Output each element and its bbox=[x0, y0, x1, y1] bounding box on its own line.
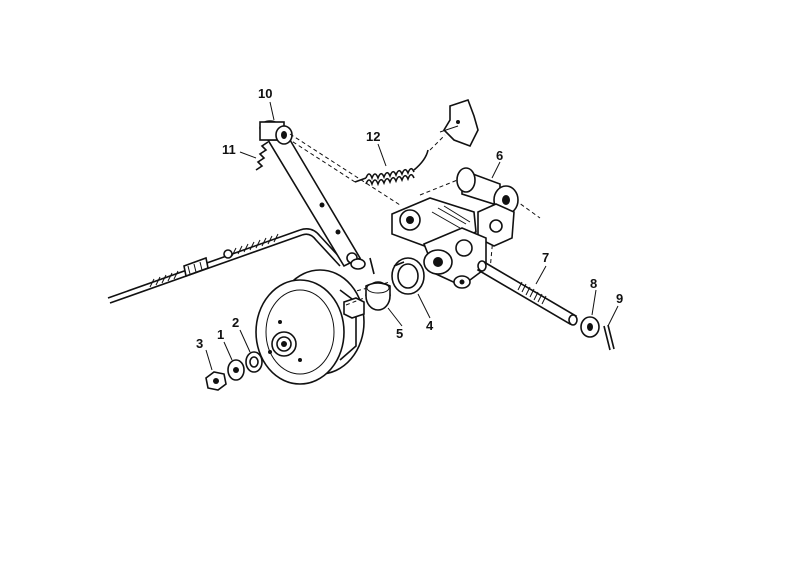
callout-12: 12 bbox=[366, 129, 380, 144]
nut-3 bbox=[205, 371, 227, 391]
callout-2: 2 bbox=[232, 315, 239, 330]
callout-labels: 10 11 12 6 7 8 9 4 5 3 1 2 bbox=[196, 86, 623, 351]
pin-9 bbox=[603, 324, 615, 351]
bushing-10 bbox=[259, 120, 293, 145]
pulley-drum bbox=[255, 269, 365, 385]
callout-6: 6 bbox=[496, 148, 503, 163]
washer-1 bbox=[227, 359, 245, 381]
mounting-bracket bbox=[439, 98, 479, 148]
callout-10: 10 bbox=[258, 86, 272, 101]
lever-nut bbox=[350, 257, 375, 275]
rod-sleeve bbox=[183, 249, 233, 278]
callout-8: 8 bbox=[590, 276, 597, 291]
washer-2 bbox=[245, 351, 263, 373]
lever-arm bbox=[266, 139, 362, 268]
sleeve-5 bbox=[365, 281, 391, 311]
callout-3: 3 bbox=[196, 336, 203, 351]
spring-11 bbox=[255, 141, 269, 171]
callout-5: 5 bbox=[396, 326, 403, 341]
rod-thread bbox=[149, 233, 279, 288]
callout-9: 9 bbox=[616, 291, 623, 306]
callout-4: 4 bbox=[426, 318, 434, 333]
shaft-7 bbox=[476, 260, 578, 326]
washer-8 bbox=[580, 316, 600, 338]
spring-12 bbox=[354, 149, 429, 187]
callout-7: 7 bbox=[542, 250, 549, 265]
bearing-4 bbox=[391, 257, 425, 295]
callout-11: 11 bbox=[222, 142, 236, 157]
leader-lines bbox=[205, 101, 619, 371]
callout-1: 1 bbox=[217, 327, 224, 342]
